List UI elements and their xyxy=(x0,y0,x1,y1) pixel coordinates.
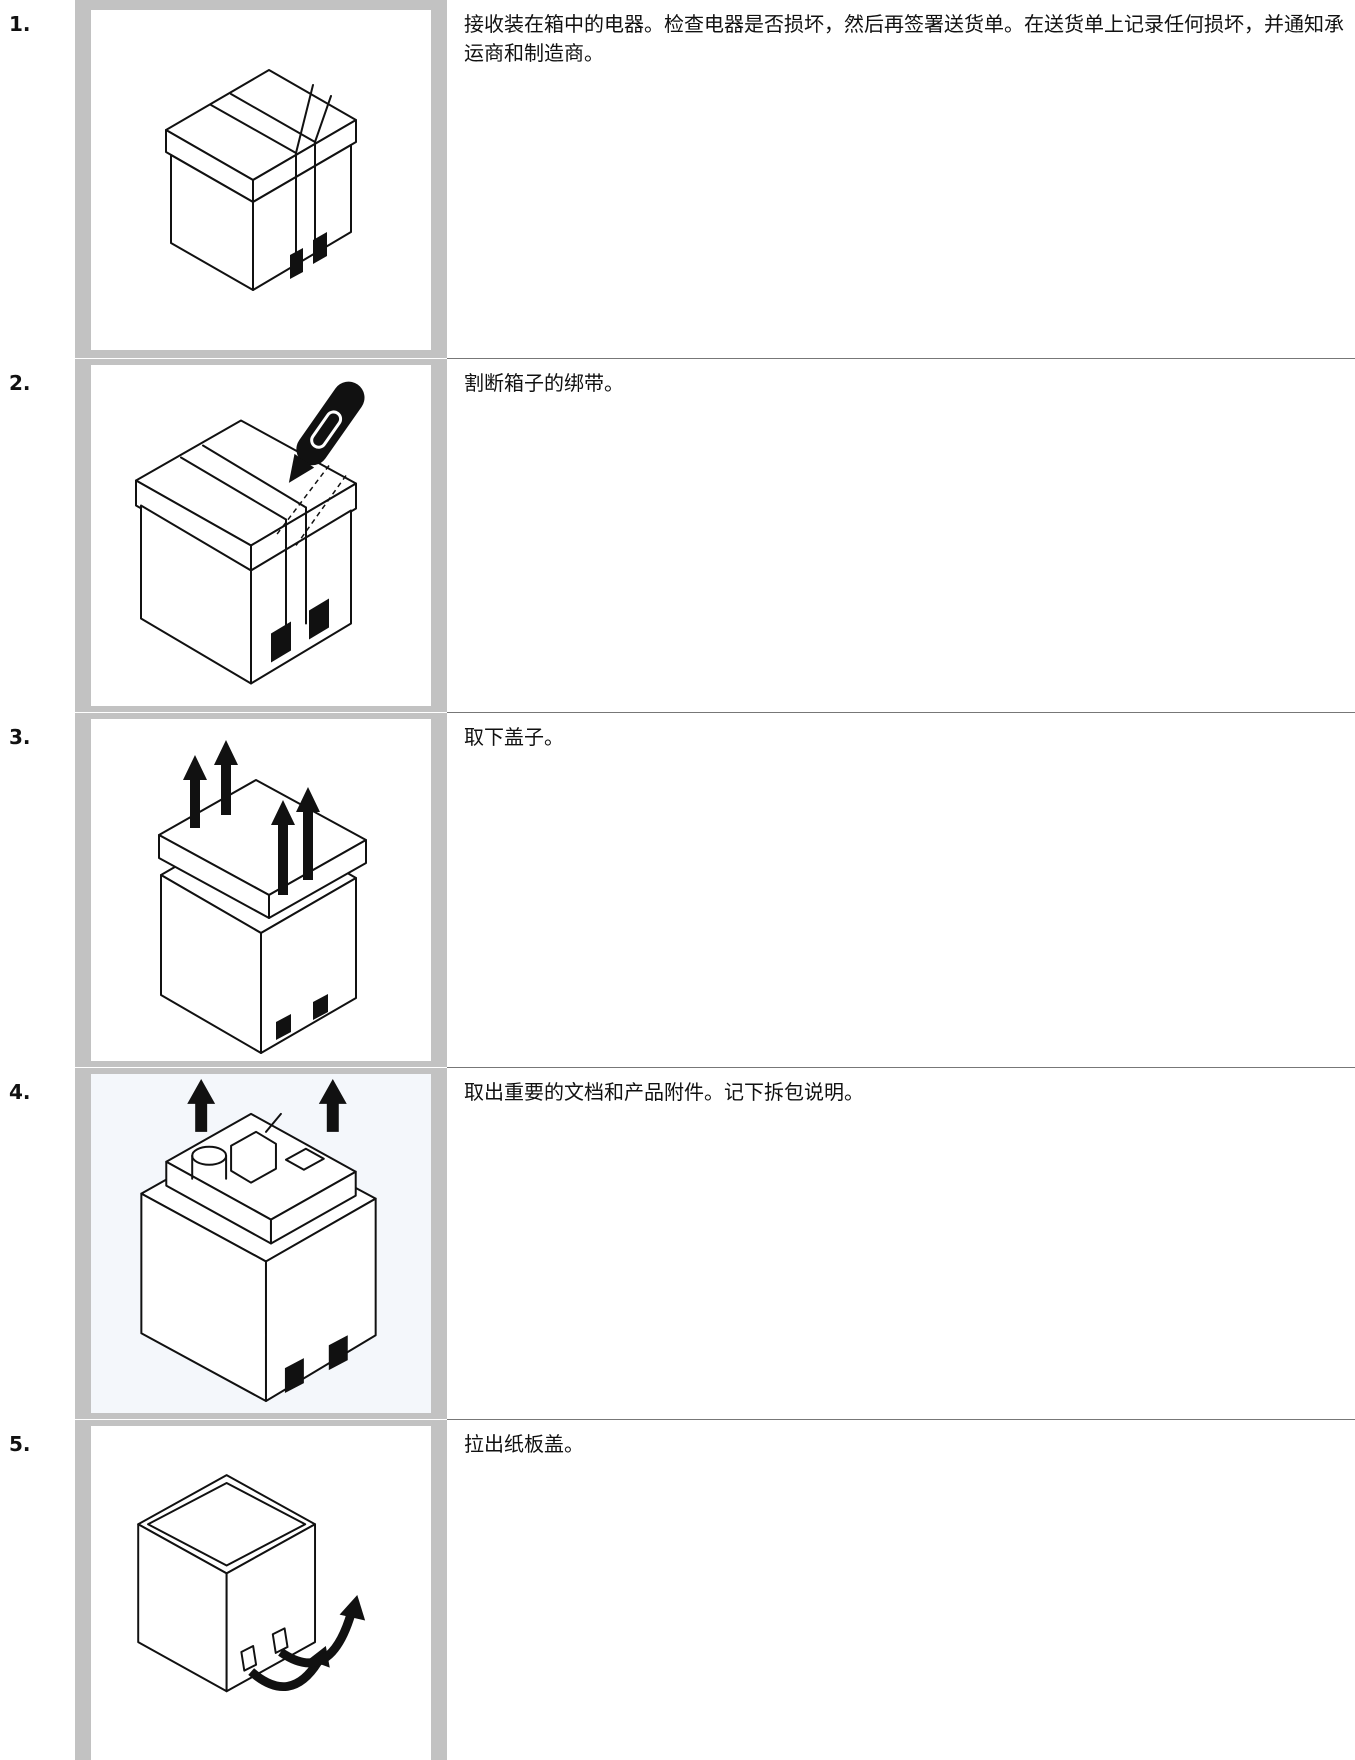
step-number: 3. xyxy=(9,725,31,749)
step-number: 2. xyxy=(9,371,31,395)
step-number: 4. xyxy=(9,1080,31,1104)
strapped-box-icon xyxy=(165,69,357,291)
step-text: 取下盖子。 xyxy=(464,725,564,749)
illustration-frame xyxy=(75,359,447,712)
step-4: 4. xyxy=(0,1068,1355,1419)
step-text: 割断箱子的绑带。 xyxy=(464,371,624,395)
illustration-frame xyxy=(75,713,447,1067)
divider xyxy=(447,712,1355,713)
step-number: 5. xyxy=(9,1432,31,1456)
remove-accessories-icon xyxy=(140,1078,377,1403)
box-cutter-icon xyxy=(135,381,365,685)
step-text: 取出重要的文档和产品附件。记下拆包说明。 xyxy=(464,1080,864,1104)
illustration-panel xyxy=(91,365,431,706)
pull-cardboard-icon xyxy=(137,1474,366,1693)
illustration-frame xyxy=(75,1068,447,1419)
divider xyxy=(447,1067,1355,1068)
step-1: 1. xyxy=(0,0,1355,358)
step-text: 拉出纸板盖。 xyxy=(464,1432,584,1456)
illustration-panel xyxy=(91,719,431,1061)
illustration-panel xyxy=(91,1074,431,1413)
lift-lid-icon xyxy=(158,740,367,1054)
illustration-panel xyxy=(91,10,431,350)
step-2: 2. xyxy=(0,359,1355,712)
divider xyxy=(447,1419,1355,1420)
illustration-frame xyxy=(75,0,447,358)
step-5: 5. 拉出纸板盖。 xyxy=(0,1420,1355,1760)
illustration-panel xyxy=(91,1426,431,1760)
divider xyxy=(447,358,1355,359)
step-number: 1. xyxy=(9,12,31,36)
step-3: 3. xyxy=(0,713,1355,1067)
illustration-frame xyxy=(75,1420,447,1760)
step-text: 接收装在箱中的电器。检查电器是否损坏，然后再签署送货单。在送货单上记录任何损坏，… xyxy=(464,12,1344,65)
